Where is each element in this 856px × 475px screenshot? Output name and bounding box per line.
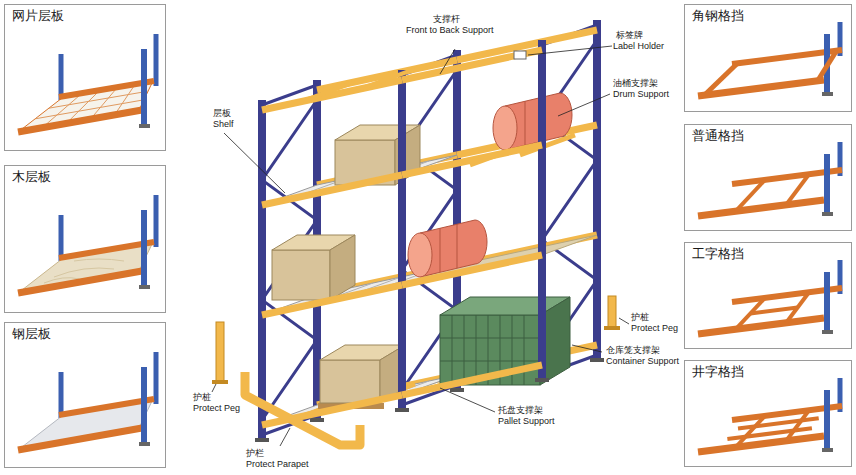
callout-label: 护桩: [630, 312, 650, 323]
panel-title: 井字格挡: [690, 364, 746, 380]
callout-label: 护栏: [245, 448, 265, 459]
panel-title: 木层板: [10, 169, 53, 185]
panel-title: 普通格挡: [690, 128, 746, 144]
callout-label: Protect Peg: [192, 403, 241, 414]
panel-title: 网片层板: [10, 8, 66, 24]
shelf-option-panel: 钢层板: [4, 322, 166, 468]
callout-label: 支撑杆: [432, 14, 461, 25]
leader-lines: [212, 46, 629, 446]
plain-divider-figure: [698, 142, 842, 216]
callout-label: 仓库笼支撑架: [605, 345, 661, 356]
callout-label: 护桩: [192, 392, 212, 403]
panel-title: 工字格挡: [690, 246, 746, 262]
callout-label: 托盘支撑架: [497, 405, 544, 416]
angle-divider-figure: [698, 22, 842, 96]
steel-deck-figure: [18, 352, 156, 450]
callout-label: Drum Support: [612, 89, 670, 100]
callout-label: Pallet Support: [497, 416, 556, 427]
callout-label: Shelf: [212, 119, 235, 130]
pallet-rack: [212, 20, 620, 445]
shelf-option-panel: 工字格挡: [684, 242, 852, 349]
callout-label: Protect Peg: [630, 323, 679, 334]
callout-label: Front to Back Support: [405, 25, 495, 36]
shelf-option-panel: 普通格挡: [684, 124, 852, 231]
wood-deck-figure: [18, 195, 156, 293]
callout-label: 层板: [212, 108, 232, 119]
shelf-option-panel: 网片层板: [4, 4, 166, 151]
callout-label: 油桶支撑架: [612, 78, 659, 89]
callout-label: Label Holder: [612, 41, 665, 52]
shelf-option-panel: 木层板: [4, 165, 166, 313]
grid-divider-figure: [698, 378, 842, 452]
panel-title: 角钢格挡: [690, 8, 746, 24]
panel-title: 钢层板: [10, 326, 53, 342]
callout-label: Container Support: [605, 356, 680, 367]
h-divider-figure: [698, 260, 842, 334]
callout-label: Protect Parapet: [245, 459, 310, 470]
callout-label: 标签牌: [615, 30, 644, 41]
shelf-option-panel: 井字格挡: [684, 360, 852, 467]
shelf-option-panel: 角钢格挡: [684, 4, 852, 112]
mesh-deck-figure: [18, 34, 156, 132]
